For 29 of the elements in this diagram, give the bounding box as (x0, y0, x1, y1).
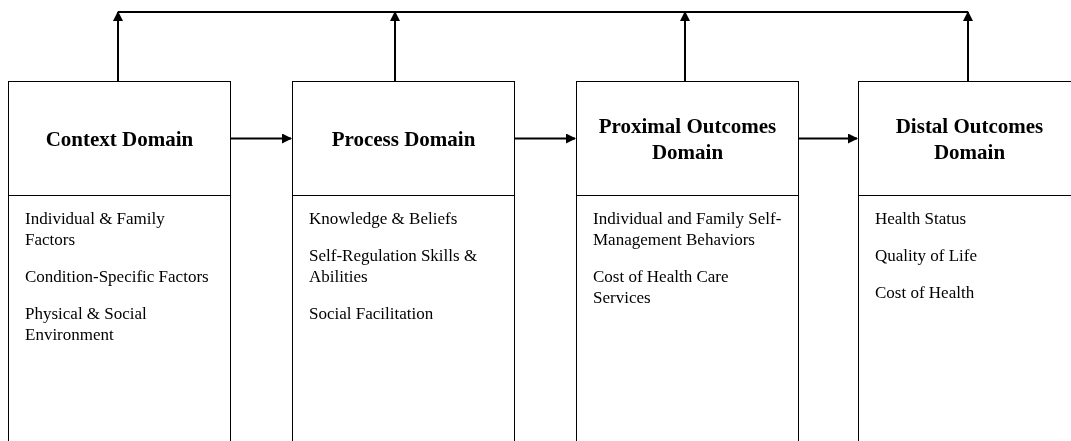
factor-text: Condition-Specific Factors (25, 266, 210, 287)
arrow (963, 11, 973, 82)
domain-header-box (292, 81, 515, 196)
factor-text: Cost of Health (875, 282, 976, 303)
factor-text: Knowledge & Beliefs (309, 208, 459, 229)
factor-text: Social Facilitation (309, 303, 435, 324)
domain-title: Context Domain (44, 125, 195, 152)
arrow (514, 133, 576, 144)
domain-header-box (8, 81, 231, 196)
domain-title: Proximal Outcomes Domain (597, 112, 778, 165)
domain-header-box (858, 81, 1071, 196)
arrow (680, 11, 690, 82)
domain-title: Distal Outcomes Domain (894, 112, 1045, 165)
factor-text: Quality of Life (875, 245, 978, 266)
domain-title: Process Domain (330, 125, 477, 152)
factor-text: Cost of Health Care Services (593, 266, 730, 308)
factor-text: Self-Regulation Skills & Abilities (309, 245, 479, 287)
domain-content-box (576, 195, 799, 441)
arrow (230, 133, 292, 144)
domain-content-box (292, 195, 515, 441)
factor-text: Individual and Family Self-Management Behaviors (593, 208, 783, 250)
arrow (798, 133, 858, 144)
arrow (390, 11, 400, 82)
factor-text: Individual & Family Factors (25, 208, 166, 250)
factor-text: Physical & Social Environment (25, 303, 148, 345)
domain-header-box (576, 81, 799, 196)
domain-content-box (8, 195, 231, 441)
factor-text: Health Status (875, 208, 968, 229)
arrow (113, 11, 123, 82)
